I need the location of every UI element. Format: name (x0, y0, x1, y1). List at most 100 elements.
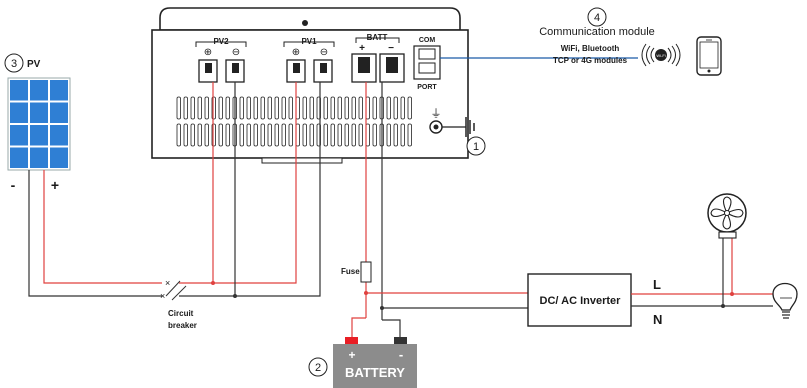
callout-4: 4 (587, 7, 607, 27)
vent-slot (274, 123, 279, 147)
pv-junction-red (211, 281, 215, 285)
pv-junction-black (233, 294, 237, 298)
battery-minus-label: - (399, 347, 403, 362)
solar-cell (30, 102, 48, 123)
mount-hole-icon (302, 20, 308, 26)
callout-2: 2 (308, 357, 328, 377)
vent-slot (183, 96, 188, 120)
solar-cell (50, 102, 68, 123)
comm-module-line1: WiFi, Bluetooth (561, 44, 620, 53)
pv-wiring (28, 82, 321, 297)
solar-cell (50, 125, 68, 146)
solar-cell (30, 125, 48, 146)
svg-text:3: 3 (11, 58, 17, 70)
batt-minus-symbol: − (388, 43, 394, 54)
vent-slot (288, 96, 293, 120)
solar-cell (50, 80, 68, 101)
solar-cell (10, 80, 28, 101)
vent-slot (309, 96, 314, 120)
pv2-minus-symbol: ⊖ (232, 47, 240, 58)
vent-slot (267, 123, 272, 147)
vent-slot (400, 96, 405, 120)
pv2-terminal-block: PV2 ⊕ ⊖ (195, 37, 247, 83)
vent-slot (351, 123, 356, 147)
vent-slot (309, 123, 314, 147)
vent-slot (358, 123, 363, 147)
ac-junction-red (730, 292, 734, 296)
vent-slot (197, 123, 202, 147)
vent-slot (267, 96, 272, 120)
vent-slot (281, 123, 286, 147)
vent-slot (288, 123, 293, 147)
pv-plus-label: + (51, 177, 59, 193)
solar-cell (10, 125, 28, 146)
ac-output-wiring (631, 238, 773, 307)
com-port[interactable]: COM PORT (413, 37, 441, 91)
vent-slot (204, 123, 209, 147)
pv2-label: PV2 (213, 37, 229, 46)
solar-panel-icon (7, 77, 71, 171)
dc-junction-black (380, 306, 384, 310)
vent-slot (372, 123, 377, 147)
pv1-label: PV1 (301, 37, 317, 46)
vent-slot (246, 96, 251, 120)
vent-slot (260, 123, 265, 147)
vent-slot (253, 96, 258, 120)
vent-slot (260, 96, 265, 120)
wifi-signal-icon: Wi-Fi (641, 43, 681, 67)
comm-module-line2: TCP or 4G modules (553, 56, 628, 65)
vent-slot (323, 96, 328, 120)
vent-slot (225, 96, 230, 120)
pv2-plus-symbol: ⊕ (204, 47, 212, 58)
battery-label: BATTERY (345, 365, 405, 380)
svg-text:4: 4 (594, 12, 600, 24)
batt-plus-symbol: + (359, 43, 365, 54)
fuse-label: Fuse (341, 267, 360, 276)
vent-slot (407, 96, 412, 120)
smartphone-icon (696, 36, 722, 76)
vent-slot (400, 123, 405, 147)
pv1-minus-symbol: ⊖ (320, 47, 328, 58)
dc-ac-inverter: DC/ AC Inverter (527, 273, 632, 327)
vent-slot (386, 123, 391, 147)
vent-slot (344, 123, 349, 147)
batt-label: BATT (367, 33, 388, 42)
vent-slot (239, 96, 244, 120)
vent-slot (281, 96, 286, 120)
solar-cell (30, 147, 48, 168)
wifi-badge-text: Wi-Fi (656, 53, 665, 58)
pv1-plus-symbol: ⊕ (292, 47, 300, 58)
ground-icon (465, 117, 475, 137)
breaker-label-line2: breaker (168, 321, 197, 330)
vent-slot (183, 123, 188, 147)
vent-slot (407, 123, 412, 147)
dc-bus (366, 292, 528, 309)
vent-slot (344, 96, 349, 120)
breaker-label-line1: Circuit (168, 309, 194, 318)
solar-cell (30, 80, 48, 101)
com-label: COM (419, 37, 436, 44)
vent-slot (190, 123, 195, 147)
vent-slot (190, 96, 195, 120)
fan-icon (707, 193, 747, 239)
ground-symbol: ⏚ (431, 107, 442, 120)
battery-wiring (351, 82, 401, 338)
vent-slot (253, 123, 258, 147)
pv1-terminal-block: PV1 ⊕ ⊖ (283, 37, 335, 83)
pv-label: PV (27, 59, 41, 70)
vent-slot (176, 96, 181, 120)
vent-slot (393, 96, 398, 120)
vent-slot (225, 123, 230, 147)
svg-text:2: 2 (315, 362, 321, 374)
vent-slot (204, 96, 209, 120)
controller-unit (151, 7, 469, 164)
ground-terminal: ⏚ (429, 107, 475, 137)
circuit-breaker[interactable]: × × (160, 278, 187, 301)
fuse (360, 261, 372, 283)
port-label: PORT (417, 84, 437, 91)
vent-slot (197, 96, 202, 120)
battery-terminal-block: BATT + − (351, 33, 405, 83)
vent-slot (351, 96, 356, 120)
vent-slot (239, 123, 244, 147)
